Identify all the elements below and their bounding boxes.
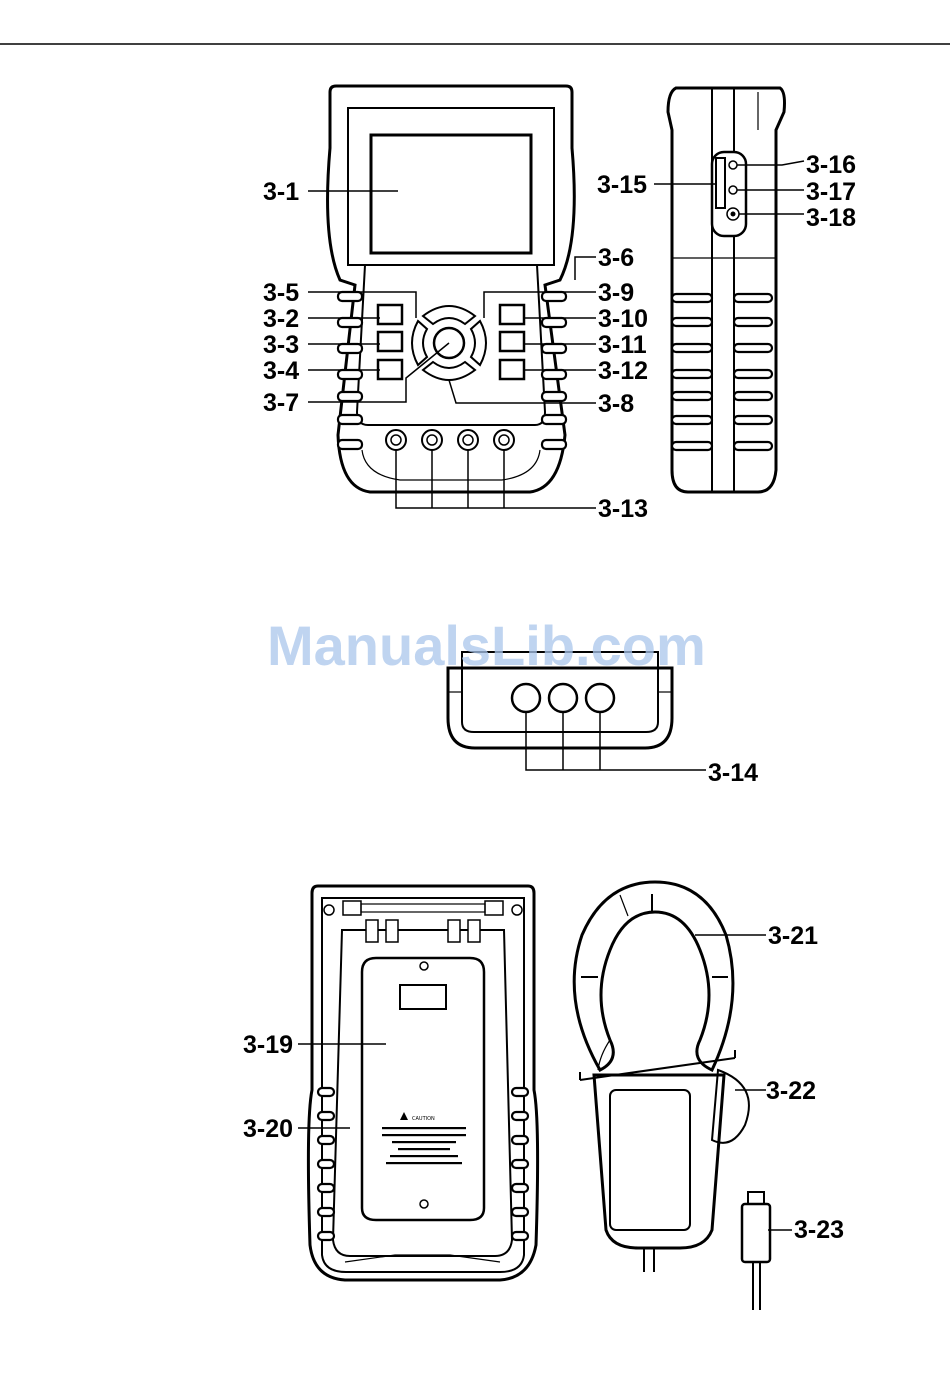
right-key-lower[interactable] — [500, 360, 524, 379]
battery-cover-screw-bottom — [420, 1200, 428, 1208]
label-3-6: 3-6 — [598, 244, 634, 272]
label-3-20: 3-20 — [243, 1115, 293, 1143]
back-view: CAUTION 3-19 3-20 — [243, 886, 538, 1280]
top-socket-middle — [549, 684, 577, 712]
label-3-7: 3-7 — [263, 389, 299, 417]
side-view: 3-15 3-16 3-17 3-18 — [597, 88, 856, 492]
front-view: 3-1 3-5 3-2 3-3 3-4 3-7 3-6 3-9 3-10 3-1… — [263, 86, 648, 523]
battery-cover-screw-top — [420, 962, 428, 970]
back-screw-top-right — [512, 905, 522, 915]
back-label-plate — [400, 985, 446, 1009]
side-grip-ribs — [672, 294, 772, 450]
watermark: ManualsLib.com — [267, 614, 706, 677]
label-3-14: 3-14 — [708, 759, 758, 787]
label-3-21: 3-21 — [768, 922, 818, 950]
clamp-window — [610, 1090, 690, 1230]
side-indicator-lower — [729, 186, 737, 194]
input-terminals — [386, 430, 514, 450]
side-indicator-upper — [729, 161, 737, 169]
label-3-3: 3-3 — [263, 331, 299, 359]
label-3-17: 3-17 — [806, 178, 856, 206]
right-key-middle[interactable] — [500, 332, 524, 351]
label-3-1: 3-1 — [263, 178, 299, 206]
clamp-trigger[interactable] — [712, 1070, 749, 1143]
label-3-8: 3-8 — [598, 390, 634, 418]
label-3-16: 3-16 — [806, 151, 856, 179]
caution-title: CAUTION — [412, 1116, 435, 1122]
label-3-18: 3-18 — [806, 204, 856, 232]
probe-connector — [742, 1192, 770, 1310]
label-3-2: 3-2 — [263, 305, 299, 333]
label-3-5: 3-5 — [263, 279, 299, 307]
left-key-lower[interactable] — [378, 360, 402, 379]
label-3-15: 3-15 — [597, 171, 647, 199]
top-socket-right — [586, 684, 614, 712]
sd-card-slot — [716, 158, 725, 208]
label-3-10: 3-10 — [598, 305, 648, 333]
label-3-22: 3-22 — [766, 1077, 816, 1105]
top-socket-left — [512, 684, 540, 712]
left-key-upper[interactable] — [378, 305, 402, 324]
clamp-probe: 3-21 3-22 3-23 — [574, 882, 844, 1310]
clamp-jaw — [574, 882, 733, 1070]
label-3-13: 3-13 — [598, 495, 648, 523]
back-screw-top-left — [324, 905, 334, 915]
right-key-upper[interactable] — [500, 305, 524, 324]
label-3-19: 3-19 — [243, 1031, 293, 1059]
label-3-12: 3-12 — [598, 357, 648, 385]
label-3-4: 3-4 — [263, 357, 299, 385]
top-leader-lines — [526, 712, 706, 770]
label-3-11: 3-11 — [598, 331, 647, 359]
lcd-display — [371, 135, 531, 253]
left-key-middle[interactable] — [378, 332, 402, 351]
label-3-23: 3-23 — [794, 1216, 844, 1244]
label-3-9: 3-9 — [598, 279, 634, 307]
